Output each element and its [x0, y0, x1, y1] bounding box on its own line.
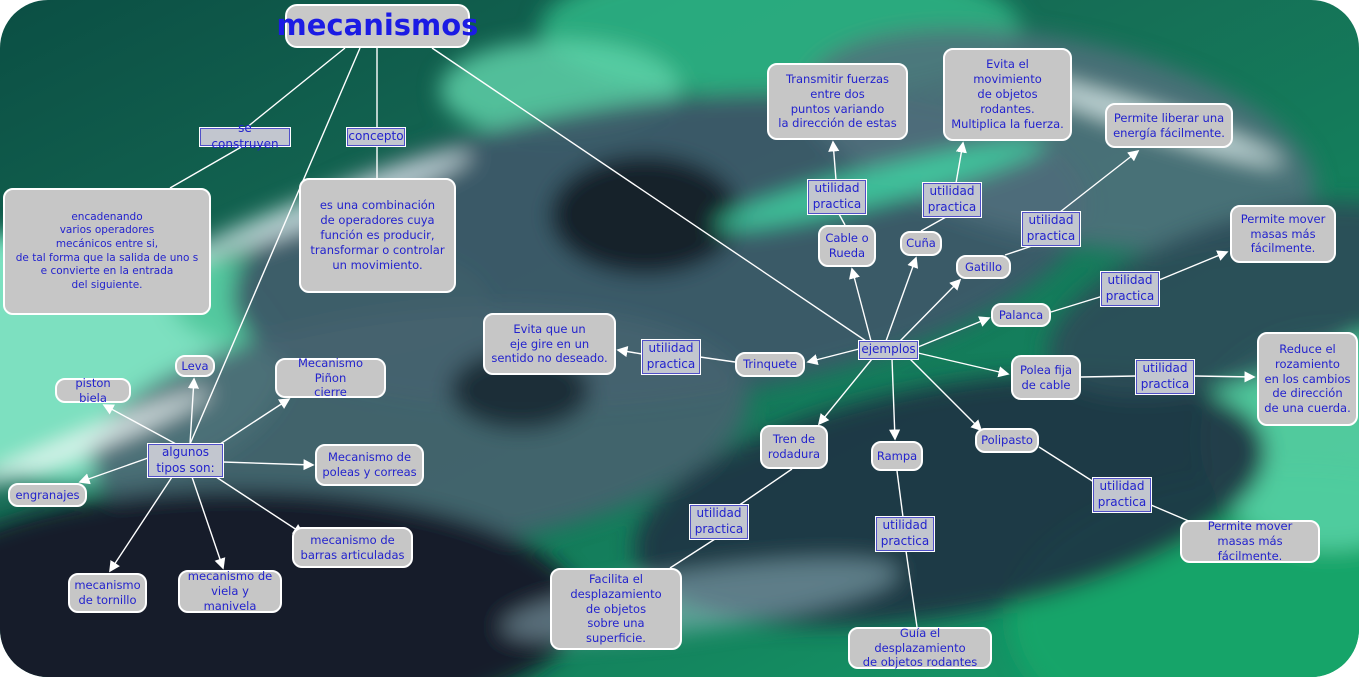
node-palanca[interactable]: Palanca — [991, 303, 1051, 327]
node-permite-mover-masas-2[interactable]: Permite mover masas más fácilmente. — [1180, 519, 1320, 563]
node-mecanismo-de-tornillo[interactable]: mecanismo de tornillo — [68, 573, 147, 613]
link-utilidad-practica-trinquete[interactable]: utilidad practica — [642, 340, 700, 374]
node-trinquete[interactable]: Trinquete — [735, 352, 805, 377]
node-rampa[interactable]: Rampa — [871, 441, 923, 471]
node-cuna[interactable]: Cuña — [900, 231, 942, 256]
node-mecanismo-barras-articuladas[interactable]: mecanismo de barras articuladas — [292, 527, 413, 568]
link-se-construyen[interactable]: se construyen — [200, 121, 290, 151]
link-utilidad-practica-rampa[interactable]: utilidad practica — [876, 517, 934, 551]
node-facilita-desplazamiento[interactable]: Facilita el desplazamiento de objetos so… — [550, 568, 682, 650]
node-encadenando[interactable]: encadenando varios operadores mecánicos … — [3, 188, 211, 315]
node-guia-desplazamiento[interactable]: Guía el desplazamiento de objetos rodant… — [848, 626, 992, 669]
link-utilidad-practica-gatillo[interactable]: utilidad practica — [1022, 212, 1080, 246]
node-gatillo[interactable]: Gatillo — [956, 255, 1011, 279]
node-tren-de-rodadura[interactable]: Tren de rodadura — [760, 425, 828, 469]
link-utilidad-practica-cuna[interactable]: utilidad practica — [923, 183, 981, 217]
node-evita-eje-gire[interactable]: Evita que un eje gire en un sentido no d… — [483, 313, 616, 375]
link-utilidad-practica-palanca[interactable]: utilidad practica — [1101, 272, 1159, 306]
node-transmitir-fuerzas[interactable]: Transmitir fuerzas entre dos puntos vari… — [767, 63, 908, 140]
node-mecanismo-poleas-correas[interactable]: Mecanismo de poleas y correas — [315, 444, 424, 486]
node-mecanismo-pinon-cierre[interactable]: Mecanismo Piñon cierre — [275, 356, 386, 399]
node-leva[interactable]: Leva — [175, 355, 215, 377]
link-utilidad-practica-cable[interactable]: utilidad practica — [808, 180, 866, 214]
node-engranajes[interactable]: engranajes — [8, 483, 87, 507]
map-title-mecanismos[interactable]: mecanismos — [277, 4, 478, 48]
link-utilidad-practica-polipasto[interactable]: utilidad practica — [1093, 478, 1151, 512]
link-ejemplos[interactable]: ejemplos — [859, 341, 918, 359]
node-polipasto[interactable]: Polipasto — [975, 428, 1039, 453]
link-algunos-tipos-son[interactable]: algunos tipos son: — [148, 444, 223, 477]
link-utilidad-practica-polea[interactable]: utilidad practica — [1136, 360, 1194, 394]
node-evita-movimiento-rodantes[interactable]: Evita el movimiento de objetos rodantes.… — [943, 48, 1072, 141]
node-permite-liberar-energia[interactable]: Permite liberar una energía fácilmente. — [1105, 103, 1233, 148]
node-mecanismo-viela-manivela[interactable]: mecanismo de viela y manivela — [178, 569, 282, 613]
link-utilidad-practica-tren[interactable]: utilidad practica — [690, 505, 748, 539]
node-es-una-combinacion[interactable]: es una combinación de operadores cuya fu… — [299, 178, 456, 293]
link-concepto[interactable]: concepto — [347, 128, 405, 146]
node-cable-o-rueda[interactable]: Cable o Rueda — [818, 225, 876, 267]
node-polea-fija-de-cable[interactable]: Polea fija de cable — [1011, 355, 1081, 400]
node-reduce-rozamiento[interactable]: Reduce el rozamiento en los cambios de d… — [1257, 332, 1358, 426]
node-permite-mover-masas-1[interactable]: Permite mover masas más fácilmente. — [1230, 205, 1336, 263]
node-piston-biela[interactable]: piston biela — [55, 376, 131, 405]
